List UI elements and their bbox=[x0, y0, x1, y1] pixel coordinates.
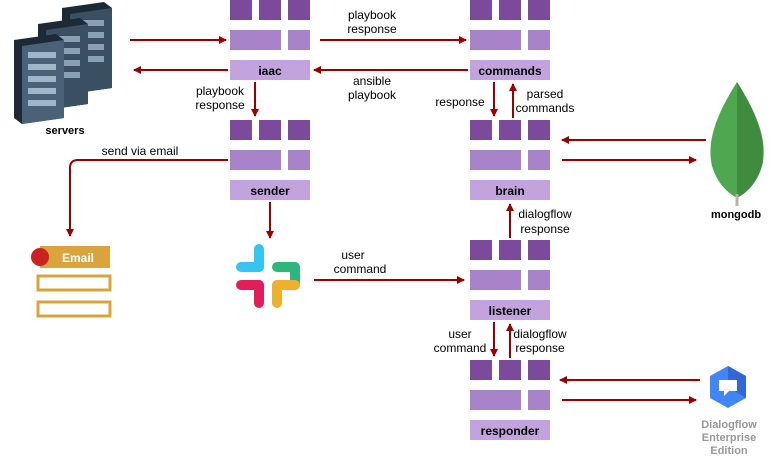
mongodb-label: mongodb bbox=[711, 209, 761, 221]
edge-label-slack-to-listener-2: command bbox=[334, 262, 387, 276]
service-listener: listener bbox=[470, 240, 550, 320]
arrows bbox=[66, 36, 706, 404]
edge-label-listener-to-brain-2: response bbox=[520, 222, 570, 236]
edge-label-responder-to-listener-2: response bbox=[515, 341, 565, 355]
service-brain: brain bbox=[470, 120, 550, 200]
edge-label-commands-to-brain: response bbox=[435, 95, 485, 109]
edge-label-iaac-to-commands-1: playbook bbox=[348, 8, 397, 22]
edge-label-listener-to-responder-1: user bbox=[448, 327, 471, 341]
dialogflow-label-line2: Enterprise bbox=[702, 432, 756, 444]
service-sender: sender bbox=[230, 120, 310, 200]
service-label-sender: sender bbox=[250, 184, 290, 198]
edge-label-sender-to-email: send via email bbox=[102, 144, 179, 158]
service-label-responder: responder bbox=[481, 424, 540, 438]
edge-label-iaac-to-sender-2: response bbox=[195, 98, 245, 112]
dialogflow-label-line3: Edition bbox=[710, 445, 748, 457]
service-label-listener: listener bbox=[489, 304, 532, 318]
dialogflow-logo-icon bbox=[710, 366, 746, 408]
edge-label-responder-to-listener-1: dialogflow bbox=[513, 327, 567, 341]
edge-label-brain-to-commands-2: commands bbox=[516, 101, 575, 115]
service-commands: commands bbox=[470, 0, 550, 80]
slack-logo-icon bbox=[236, 244, 300, 308]
service-iaac: iaac bbox=[230, 0, 310, 80]
service-responder: responder bbox=[470, 360, 550, 440]
edge-label-listener-to-brain-1: dialogflow bbox=[518, 207, 572, 221]
edge-label-brain-to-commands-1: parsed bbox=[527, 87, 564, 101]
dialogflow-label-line1: Dialogflow bbox=[701, 419, 757, 431]
edge-label-iaac-to-commands-2: response bbox=[347, 22, 397, 36]
edge-label-listener-to-responder-2: command bbox=[434, 341, 487, 355]
edge-label-slack-to-listener-1: user bbox=[341, 248, 364, 262]
service-label-commands: commands bbox=[478, 64, 542, 78]
server-rack-icon bbox=[14, 2, 112, 124]
service-label-brain: brain bbox=[495, 184, 524, 198]
mongodb-leaf-icon bbox=[710, 82, 764, 206]
edge-label-commands-to-iaac-2: playbook bbox=[348, 88, 397, 102]
edge-label-commands-to-iaac-1: ansible bbox=[353, 74, 391, 88]
servers-label: servers bbox=[45, 125, 84, 137]
arrow-sender-to-email bbox=[66, 159, 228, 237]
email-form-icon bbox=[31, 246, 112, 318]
service-label-iaac: iaac bbox=[258, 64, 282, 78]
email-label: Email bbox=[62, 251, 94, 265]
edge-label-iaac-to-sender-1: playbook bbox=[196, 84, 245, 98]
